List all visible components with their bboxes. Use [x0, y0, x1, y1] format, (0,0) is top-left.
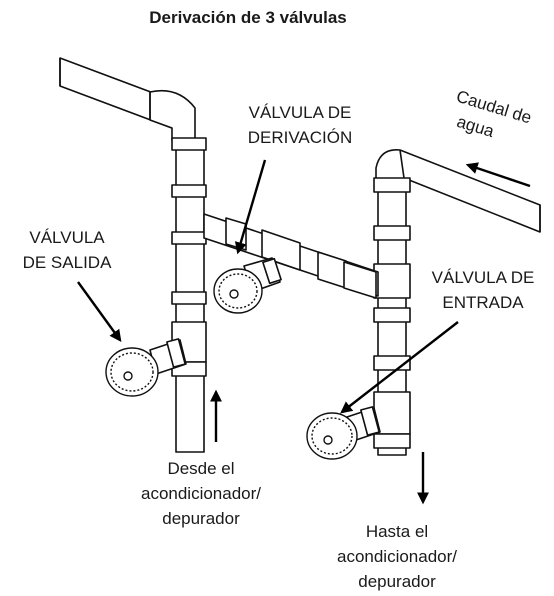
svg-text:Hasta el: Hasta el	[366, 522, 428, 541]
diagram-title: Derivación de 3 válvulas	[149, 8, 347, 27]
svg-text:VÁLVULA DE: VÁLVULA DE	[249, 103, 352, 122]
svg-text:VÁLVULA: VÁLVULA	[29, 228, 105, 247]
svg-text:acondicionador/: acondicionador/	[141, 484, 261, 503]
svg-text:DE SALIDA: DE SALIDA	[23, 253, 112, 272]
outlet-valve-label: VÁLVULA DE SALIDA	[23, 228, 112, 272]
inlet-valve-pointer-arrow	[340, 321, 459, 414]
bypass-valve-label: VÁLVULA DE DERIVACIÓN	[248, 103, 353, 147]
water-flow-arrow	[465, 162, 531, 188]
outlet-valve-pointer-arrow	[77, 281, 122, 342]
svg-text:depurador: depurador	[162, 509, 240, 528]
left-inlet-pipe	[59, 57, 196, 141]
outlet-valve	[105, 338, 187, 397]
svg-text:ENTRADA: ENTRADA	[442, 293, 524, 312]
right-vertical-pipe	[373, 177, 411, 456]
bypass-valve-pointer-arrow	[234, 159, 267, 255]
svg-text:agua: agua	[455, 112, 497, 141]
svg-text:depurador: depurador	[358, 572, 436, 591]
inlet-valve	[306, 406, 381, 460]
svg-text:VÁLVULA DE: VÁLVULA DE	[432, 268, 535, 287]
from-conditioner-label: Desde el acondicionador/ depurador	[141, 459, 261, 528]
svg-text:Desde el: Desde el	[167, 459, 234, 478]
to-conditioner-label: Hasta el acondicionador/ depurador	[337, 522, 457, 591]
inlet-valve-label: VÁLVULA DE ENTRADA	[432, 268, 535, 312]
left-vertical-pipe	[171, 137, 207, 453]
bypass-pipe	[203, 213, 379, 299]
bypass-valve	[213, 257, 282, 314]
svg-text:DERIVACIÓN: DERIVACIÓN	[248, 128, 353, 147]
svg-text:acondicionador/: acondicionador/	[337, 547, 457, 566]
water-flow-label: Caudal de agua	[454, 87, 534, 142]
